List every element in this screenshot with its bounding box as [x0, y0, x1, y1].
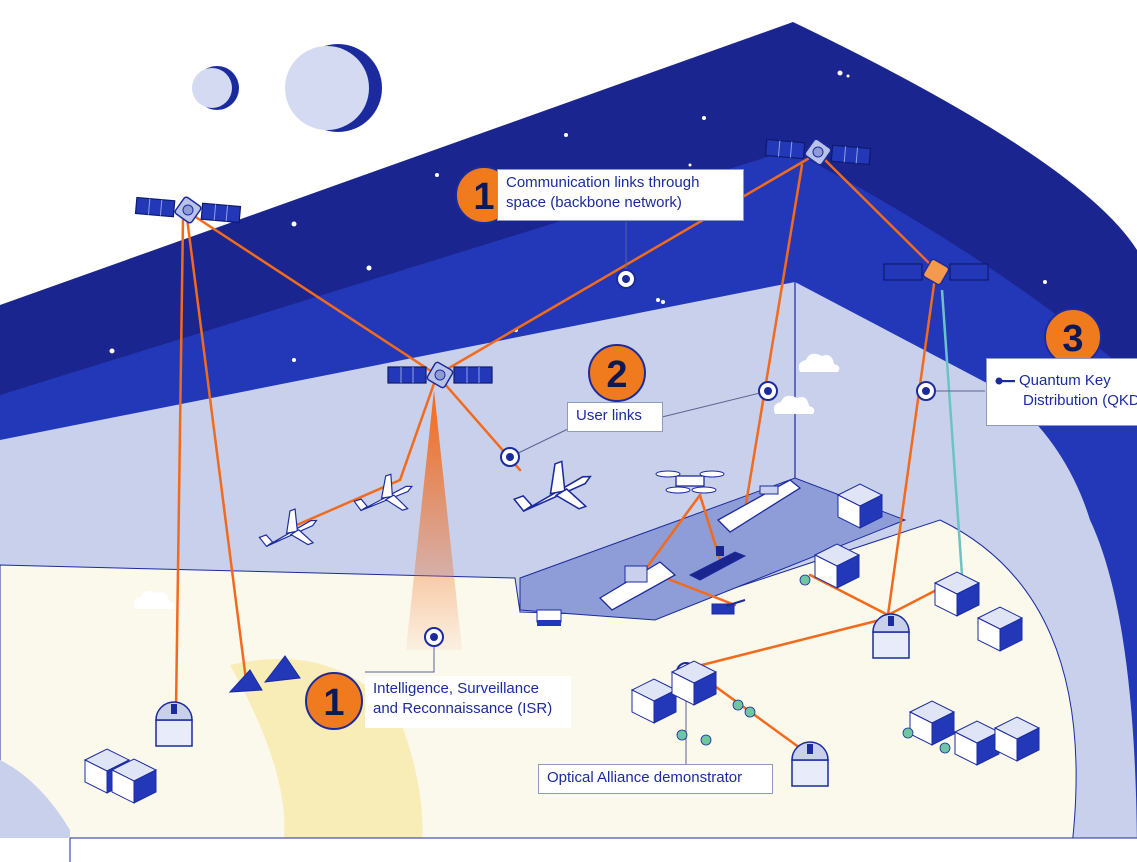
- callout-qkd-line2: Distribution (QKD: [1023, 392, 1137, 409]
- key-icon: [995, 377, 1015, 385]
- ship-icon: [716, 479, 802, 533]
- badge-user-links: 2: [588, 344, 646, 402]
- callout-backbone-network: Communication links through space (backb…: [497, 169, 744, 221]
- callout-optical-alliance-demonstrator: Optical Alliance demonstrator: [538, 764, 773, 794]
- callout-isr-line2: and Reconnaissance (ISR): [373, 700, 553, 717]
- tank-icon: [711, 599, 746, 615]
- qkd-link: [940, 289, 964, 576]
- moon-icon: [192, 66, 239, 110]
- badge-isr: 1: [305, 672, 363, 730]
- ground-station-dome-icon: [872, 613, 910, 659]
- ship-icon: [598, 561, 677, 611]
- callout-qkd-line1-text: Quantum Key: [1019, 372, 1111, 389]
- callout-backbone-line2: space (backbone network): [506, 194, 682, 211]
- ground-station-dome-icon: [155, 701, 193, 747]
- sea: [519, 477, 907, 621]
- callout-isr: Intelligence, Surveillance and Reconnais…: [365, 676, 571, 728]
- ground-station-dome-icon: [791, 741, 829, 787]
- moon-icon: [285, 44, 382, 132]
- callout-user-links: User links: [567, 402, 663, 432]
- callout-qkd: Quantum Key Distribution (QKD: [986, 358, 1137, 426]
- tent-icon: [228, 655, 301, 693]
- tank-icon: [536, 609, 562, 626]
- callout-isr-line1: Intelligence, Surveillance: [373, 680, 539, 697]
- submarine-icon: [688, 546, 747, 581]
- laser-links: [174, 151, 952, 750]
- stars: [109, 70, 1047, 362]
- callout-qkd-line1: Quantum Key: [995, 371, 1129, 391]
- drone-icon: [655, 470, 725, 494]
- callout-backbone-line1: Communication links through: [506, 174, 700, 191]
- satellite-icon: [883, 258, 989, 286]
- isr-beam: [406, 390, 462, 650]
- tree-icon: [676, 574, 951, 754]
